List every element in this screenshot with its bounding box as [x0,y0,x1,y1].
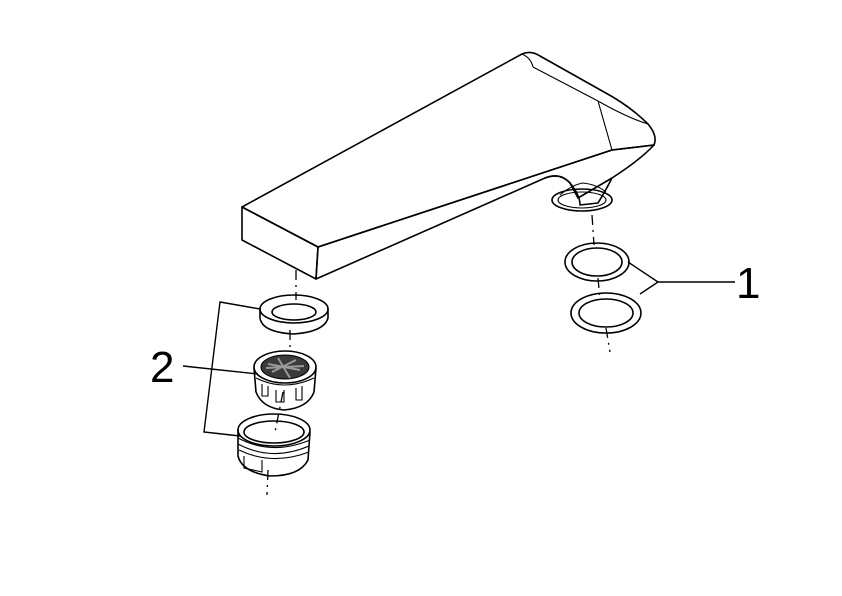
callout-label-1: 1 [736,259,760,308]
callout-1-leader [627,261,735,295]
spout-body [241,51,656,280]
flat-washer [259,294,329,335]
callout-2-leader [182,301,261,437]
o-ring-lower [570,292,642,334]
aerator-housing [237,413,311,477]
assembly-axis-lines [266,214,611,496]
callout-label-2: 2 [150,343,174,392]
aerator-insert [253,350,317,411]
o-ring-upper [564,242,630,282]
